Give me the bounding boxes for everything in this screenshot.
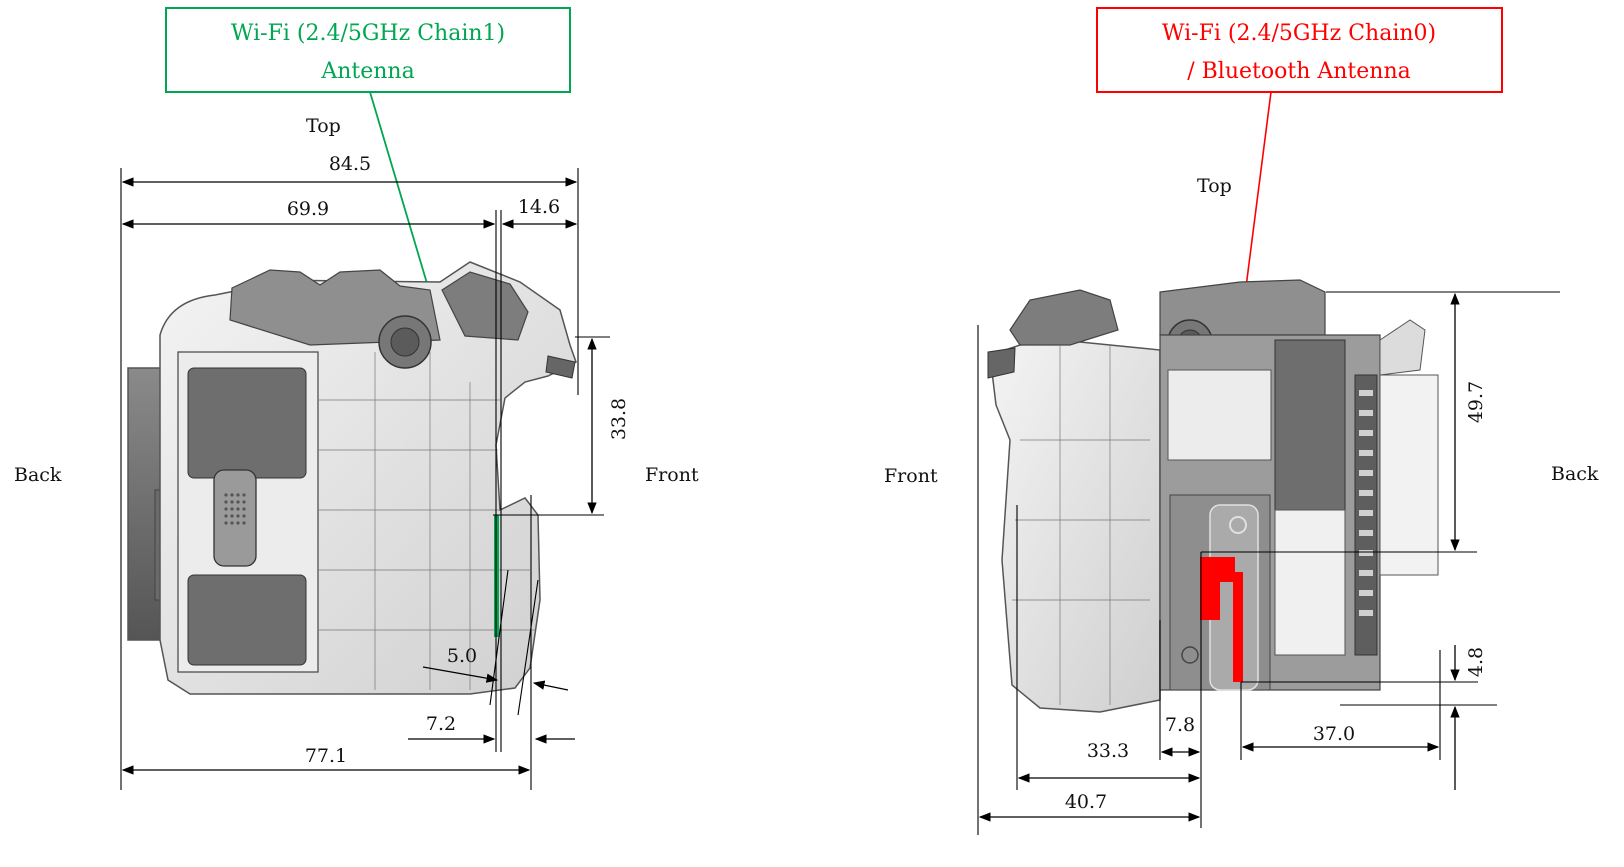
- dim-5-0: 5.0: [447, 645, 477, 667]
- right-back-label: Back: [1551, 463, 1599, 485]
- left-top-label: Top: [306, 115, 341, 137]
- callout-subtitle: Antenna: [320, 59, 414, 84]
- chain0-antenna-marker: [1200, 557, 1243, 682]
- dim-77-1: 77.1: [305, 745, 347, 767]
- right-front-label: Front: [884, 465, 938, 487]
- dim-33-3: 33.3: [1087, 740, 1129, 762]
- callout-box: [165, 7, 571, 93]
- callout-title: Wi-Fi (2.4/5GHz Chain1): [231, 21, 505, 46]
- right-dimension-labels: 49.7 4.8 7.8 37.0 33.3 40.7: [1065, 381, 1487, 813]
- left-front-label: Front: [645, 464, 699, 486]
- left-dimension-lines: [121, 177, 597, 775]
- right-extension-lines: [977, 291, 1560, 835]
- dim-33-8: 33.8: [608, 398, 630, 440]
- dim-7-8: 7.8: [1165, 714, 1195, 736]
- right-top-label: Top: [1197, 175, 1232, 197]
- dim-40-7: 40.7: [1065, 791, 1107, 813]
- dim-4-8: 4.8: [1465, 647, 1487, 677]
- callout-box: [1096, 7, 1503, 93]
- camera-left-side-illustration: [127, 261, 577, 695]
- dim-49-7: 49.7: [1465, 381, 1487, 423]
- right-view: Wi-Fi (2.4/5GHz Chain0) / Bluetooth Ante…: [884, 7, 1599, 835]
- dim-84-5: 84.5: [329, 153, 371, 175]
- dim-14-6: 14.6: [518, 196, 560, 218]
- dim-37-0: 37.0: [1313, 723, 1355, 745]
- chain0-bluetooth-antenna-callout: Wi-Fi (2.4/5GHz Chain0) / Bluetooth Ante…: [1096, 7, 1503, 569]
- left-view: Wi-Fi (2.4/5GHz Chain1) Antenna Top Back…: [14, 7, 699, 790]
- callout-subtitle: / Bluetooth Antenna: [1187, 59, 1411, 84]
- camera-right-side-illustration: [987, 279, 1439, 713]
- right-dimension-lines: [978, 292, 1460, 822]
- left-back-label: Back: [14, 464, 62, 486]
- left-dimension-labels: 84.5 69.9 14.6 33.8 5.0 7.2 77.1: [287, 153, 630, 767]
- callout-title: Wi-Fi (2.4/5GHz Chain0): [1162, 21, 1436, 46]
- dim-7-2: 7.2: [426, 713, 456, 735]
- dim-69-9: 69.9: [287, 198, 329, 220]
